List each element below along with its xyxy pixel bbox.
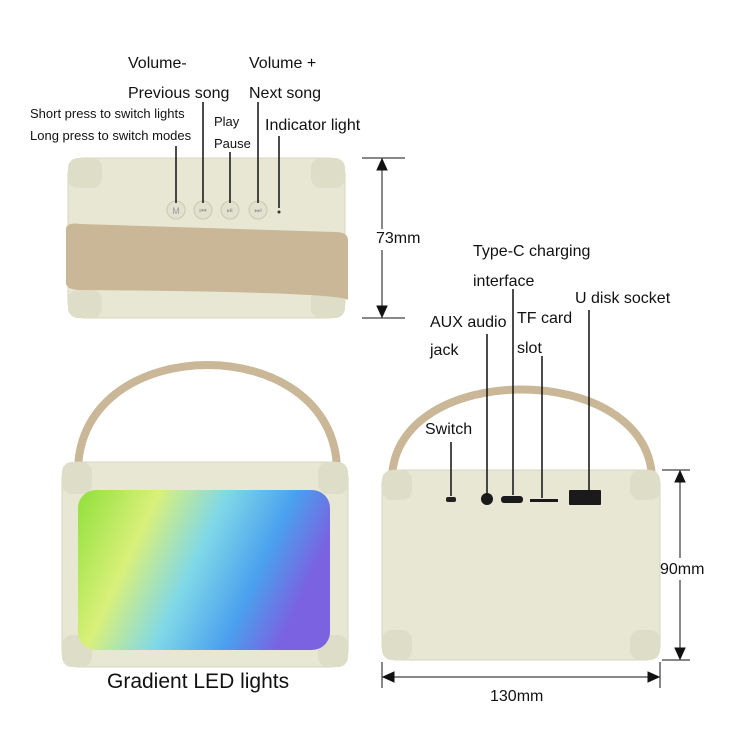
svg-text:⏮: ⏮ — [199, 206, 206, 215]
dimension-90mm — [662, 469, 690, 661]
next-button[interactable]: ⏭ — [248, 200, 268, 220]
label-73mm: 73mm — [376, 230, 421, 247]
dimension-130mm — [381, 662, 661, 688]
led-panel — [78, 490, 330, 650]
svg-text:⏭: ⏭ — [254, 206, 261, 215]
type-c-port[interactable] — [501, 496, 523, 503]
svg-text:M: M — [172, 206, 180, 216]
tf-card-slot[interactable] — [530, 499, 558, 502]
back-callout-lines — [450, 289, 590, 498]
caption-gradient-led: Gradient LED lights — [107, 670, 290, 693]
indicator-light — [277, 210, 281, 214]
label-volume-minus: Volume- — [128, 55, 187, 72]
top-view-speaker: M ⏮ ⏯ ⏭ — [66, 157, 348, 319]
label-short-press: Short press to switch lights — [30, 106, 185, 121]
label-90mm: 90mm — [660, 561, 705, 578]
label-aux-line1: AUX audio — [430, 314, 507, 331]
label-previous-song: Previous song — [128, 85, 230, 102]
label-tf-line2: slot — [517, 340, 542, 357]
previous-button[interactable]: ⏮ — [193, 200, 213, 220]
front-view-speaker — [61, 361, 349, 668]
usb-port[interactable] — [569, 490, 601, 505]
top-callout-lines — [175, 102, 280, 208]
label-130mm: 130mm — [490, 688, 544, 705]
label-play: Play — [214, 114, 240, 129]
label-type-c-line1: Type-C charging — [473, 243, 591, 260]
label-switch: Switch — [425, 421, 473, 438]
mode-button[interactable]: M — [166, 200, 186, 220]
label-type-c-line2: interface — [473, 273, 535, 290]
svg-text:⏯: ⏯ — [227, 206, 233, 215]
label-aux-line2: jack — [430, 342, 459, 359]
label-indicator-light: Indicator light — [265, 117, 361, 134]
label-pause: Pause — [214, 136, 251, 151]
label-volume-plus: Volume + — [249, 55, 317, 72]
aux-port[interactable] — [481, 493, 493, 505]
play-pause-button[interactable]: ⏯ — [220, 200, 240, 220]
label-tf-line1: TF card — [517, 310, 573, 327]
switch-port[interactable] — [446, 497, 456, 502]
back-view-speaker — [381, 385, 661, 661]
label-next-song: Next song — [249, 85, 322, 102]
label-u-disk: U disk socket — [575, 290, 671, 307]
strap — [66, 223, 348, 300]
dimension-73mm — [362, 157, 405, 319]
label-long-press: Long press to switch modes — [30, 128, 192, 143]
